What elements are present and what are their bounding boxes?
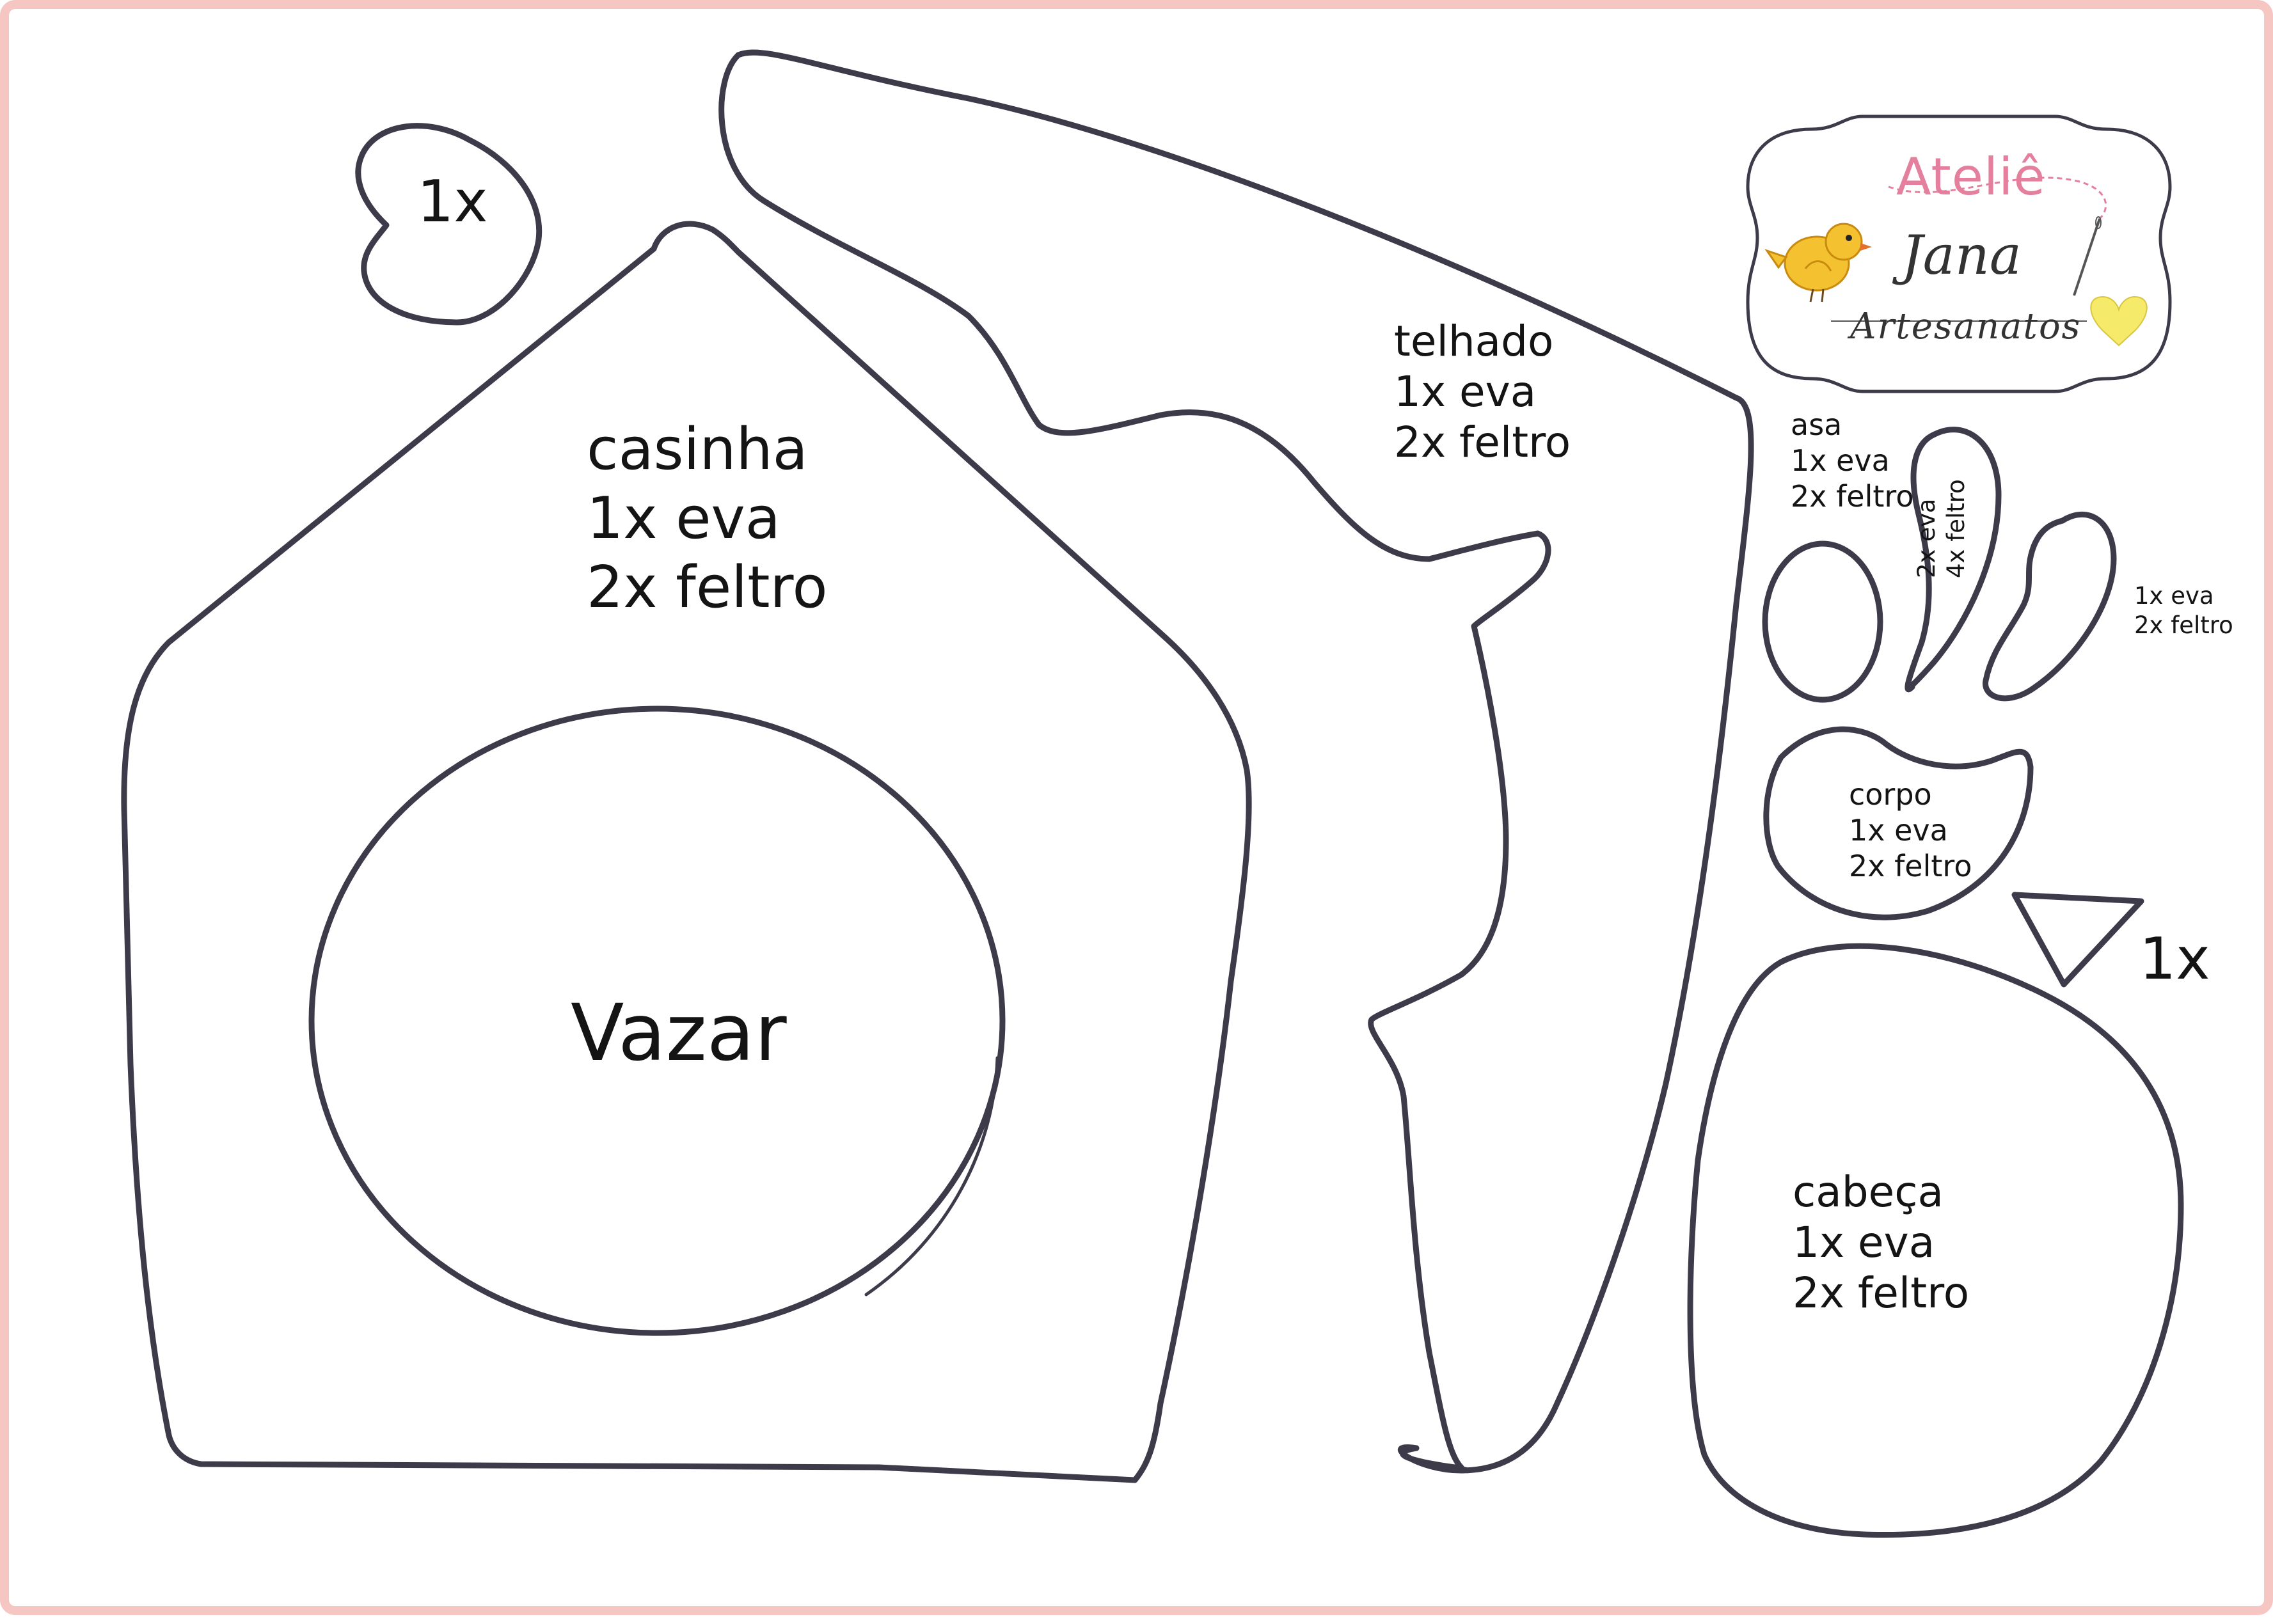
corpo-piece-outline [1763, 726, 2034, 920]
telhado-feltro: 2x feltro [1394, 418, 1571, 468]
corpo-eva: 1x eva [1849, 813, 1948, 848]
asa-label: asa 1x eva 2x feltro [1791, 407, 1913, 514]
vazar-label: Vazar [571, 988, 787, 1078]
brand-name-artesanatos: Artesanatos [1850, 306, 2082, 347]
telhado-name: telhado [1394, 317, 1554, 366]
cabeca-label: cabeça 1x eva 2x feltro [1793, 1167, 1969, 1319]
beak-qty-label: 1x [2139, 926, 2210, 993]
brand-name-atelie: Ateliê [1896, 147, 2046, 207]
vazar-oval-inner-line [864, 1056, 999, 1297]
corpo-label: corpo 1x eva 2x feltro [1849, 777, 1972, 884]
corpo-name: corpo [1849, 777, 1932, 812]
asa-name: asa [1791, 407, 1842, 442]
telhado-piece-outline-body [718, 52, 1551, 1470]
thread-line [1888, 177, 2107, 220]
heart-qty-label: 1x [417, 168, 488, 235]
wing-right-label: 1x eva 2x feltro [2134, 581, 2233, 641]
logo-badge-frame [1746, 114, 2172, 393]
heart-icon [2090, 296, 2148, 347]
pattern-outlines [121, 49, 2184, 1538]
wing-right-eva: 1x eva [2134, 582, 2214, 610]
brand-name-jana: Jana [1901, 224, 2022, 287]
wing-middle-eva: 2x eva [1913, 498, 1940, 578]
casinha-label: casinha 1x eva 2x feltro [587, 415, 828, 622]
cabeca-feltro: 2x feltro [1793, 1268, 1970, 1318]
cabeca-name: cabeça [1793, 1167, 1944, 1217]
cabeca-eva: 1x eva [1793, 1218, 1935, 1268]
cabeca-piece-outline [1687, 943, 2184, 1538]
wing-middle-label: 2x eva 4x feltro [1912, 479, 1972, 578]
asa-feltro: 2x feltro [1791, 479, 1914, 514]
telhado-eva: 1x eva [1394, 367, 1537, 417]
wing-middle-feltro: 4x feltro [1942, 479, 1970, 578]
casinha-feltro: 2x feltro [587, 554, 828, 621]
telhado-label: telhado 1x eva 2x feltro [1394, 316, 1571, 468]
wing-right-feltro: 2x feltro [2134, 611, 2233, 640]
needle-icon [2073, 216, 2102, 296]
heart-piece-outline [355, 123, 543, 326]
vazar-oval-outline [308, 706, 1006, 1336]
asa-eva: 1x eva [1791, 443, 1890, 478]
casinha-name: casinha [587, 416, 808, 483]
asa-right-outline [1983, 511, 2117, 702]
asa-middle-outline [1905, 427, 2002, 693]
casinha-piece-outline [121, 221, 1252, 1483]
telhado-piece-outline [735, 49, 1754, 1474]
casinha-eva: 1x eva [587, 485, 780, 552]
beak-piece-outline [2011, 892, 2144, 988]
asa-left-outline [1762, 540, 1883, 703]
bird-icon [1764, 223, 1872, 303]
brand-logo: Ateliê Jana Artesanatos [1741, 110, 2176, 404]
corpo-feltro: 2x feltro [1849, 849, 1972, 884]
